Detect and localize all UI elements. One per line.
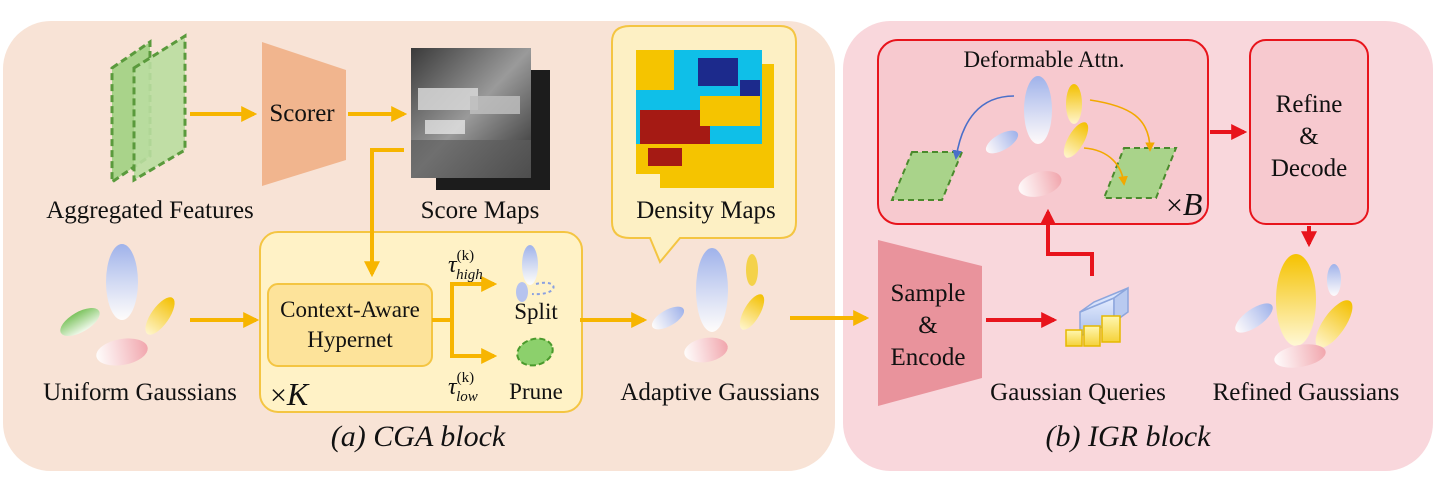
refine-decode-box xyxy=(1249,39,1369,225)
deformable-attn-label: Deformable Attn. xyxy=(963,47,1125,72)
adaptive-gaussians-label: Adaptive Gaussians xyxy=(620,379,820,406)
prune-icon xyxy=(516,337,554,367)
score-maps-icon xyxy=(411,48,550,190)
deformable-attn-content xyxy=(890,76,1178,201)
b-times-symbol: × xyxy=(1166,189,1183,222)
gaussian-queries-icon xyxy=(1065,286,1129,347)
density-maps-label: Density Maps xyxy=(636,197,776,224)
aggregated-features-label: Aggregated Features xyxy=(46,197,254,224)
b-repeat-label: ×B xyxy=(1166,186,1202,223)
hypernet-block xyxy=(267,283,433,367)
adaptive-gaussians-icon xyxy=(651,248,765,363)
b-variable: B xyxy=(1182,186,1203,222)
aggregated-features-icon xyxy=(110,33,187,185)
uniform-gaussians-label: Uniform Gaussians xyxy=(43,379,237,406)
density-maps-callout xyxy=(611,25,797,264)
red-arrows xyxy=(986,124,1317,328)
hypernet-label-line1: Context-Aware xyxy=(280,297,420,322)
score-maps-label: Score Maps xyxy=(420,197,540,224)
tau-high-superscript: (k) xyxy=(456,248,475,264)
tau-low-superscript: (k) xyxy=(456,370,475,386)
tau-low-symbol: τ xyxy=(448,374,457,400)
tau-low-label: τ(k) low xyxy=(448,370,478,405)
k-variable: K xyxy=(286,376,309,412)
refined-gaussians-icon xyxy=(1235,254,1353,368)
split-icon xyxy=(516,245,555,302)
prune-label: Prune xyxy=(509,379,563,404)
tau-high-subscript: high xyxy=(456,267,483,283)
hypernet-label-line2: Hypernet xyxy=(307,327,393,352)
sample-encode-block xyxy=(878,240,982,406)
tau-high-label: τ(k) high xyxy=(448,248,483,283)
sample-label-line1: Sample xyxy=(890,280,966,307)
refine-label-line3: Decode xyxy=(1270,155,1348,182)
split-label: Split xyxy=(514,299,558,324)
scorer-block xyxy=(262,42,346,186)
gaussian-queries-label: Gaussian Queries xyxy=(990,379,1166,406)
yellow-arrows xyxy=(190,106,870,364)
sample-label-line2: & xyxy=(918,312,938,339)
tau-high-symbol: τ xyxy=(448,252,457,278)
refined-gaussians-label: Refined Gaussians xyxy=(1212,379,1400,406)
sample-label-line3: Encode xyxy=(890,344,966,371)
cga-block-title: (a) CGA block xyxy=(330,420,506,453)
igr-block-title: (b) IGR block xyxy=(1045,420,1211,453)
k-repeat-label: ×K xyxy=(270,376,308,413)
k-times-symbol: × xyxy=(270,379,287,412)
tau-low-subscript: low xyxy=(456,389,478,405)
refine-label-line2: & xyxy=(1299,123,1319,150)
scorer-label: Scorer xyxy=(269,100,335,127)
uniform-gaussians-icon xyxy=(60,244,175,366)
refine-label-line1: Refine xyxy=(1275,91,1343,118)
